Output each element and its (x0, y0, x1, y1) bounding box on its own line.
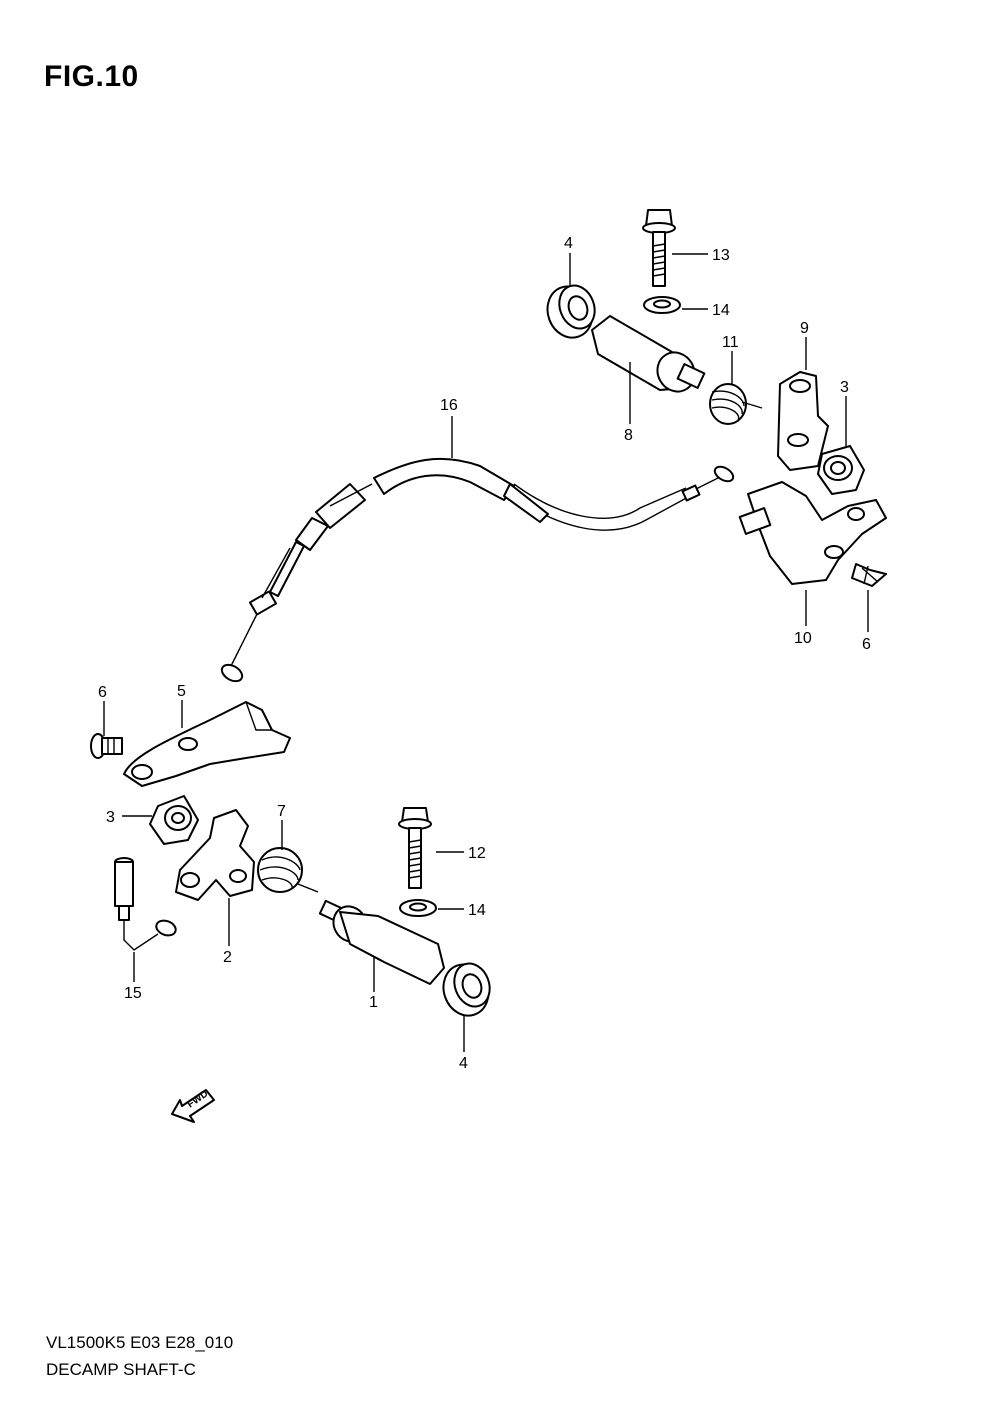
part-8-shaft (591, 315, 706, 393)
fwd-arrow-icon: FWD (171, 1088, 215, 1123)
part-14-washer-top (643, 296, 681, 314)
part-15-switch (114, 857, 177, 951)
callout-11: 11 (722, 334, 739, 351)
callout-6-left: 6 (98, 684, 107, 701)
part-3-nut-right (817, 445, 865, 495)
callout-15: 15 (124, 985, 142, 1002)
callout-12: 12 (468, 845, 486, 862)
callout-3-left: 3 (106, 809, 115, 826)
part-9-lever (777, 371, 829, 471)
part-4-bearing-bottom (442, 962, 491, 1017)
callout-14-bottom: 14 (468, 902, 486, 919)
callout-2: 2 (223, 949, 232, 966)
part-2-lever (175, 809, 255, 901)
part-10-bracket (738, 481, 887, 585)
callout-4-top: 4 (564, 235, 573, 252)
part-12-bolt (398, 807, 432, 889)
callout-6-right: 6 (862, 636, 871, 653)
part-1-shaft (318, 899, 445, 985)
callout-labels: 4 13 14 11 9 3 8 16 10 6 5 6 3 7 2 12 14… (98, 235, 871, 1072)
footer-model-code: VL1500K5 E03 E28_010 (46, 1333, 234, 1352)
part-3-nut-left (149, 795, 199, 845)
callout-13: 13 (712, 247, 730, 264)
callout-7: 7 (277, 803, 286, 820)
callout-4-bottom: 4 (459, 1055, 468, 1072)
part-14-washer-bottom (399, 899, 437, 917)
footer-figure-name: DECAMP SHAFT-C (46, 1360, 196, 1379)
part-6-screw-right (851, 563, 887, 587)
callout-9: 9 (800, 320, 809, 337)
callout-10: 10 (794, 630, 812, 647)
callout-3-right: 3 (840, 379, 849, 396)
part-4-bearing-top (546, 284, 596, 339)
callout-1: 1 (369, 994, 378, 1011)
part-5-lever (123, 701, 291, 787)
part-13-bolt (642, 209, 676, 287)
leader-lines (103, 253, 869, 1052)
callout-16: 16 (440, 397, 458, 414)
part-16-cable (220, 457, 735, 683)
callout-5: 5 (177, 683, 186, 700)
part-7-spring (257, 847, 319, 893)
callout-14-top: 14 (712, 302, 730, 319)
figure-title: FIG.10 (44, 60, 139, 93)
part-11-spring (709, 383, 763, 425)
part-6-screw-left (90, 733, 123, 759)
callout-8: 8 (624, 427, 633, 444)
